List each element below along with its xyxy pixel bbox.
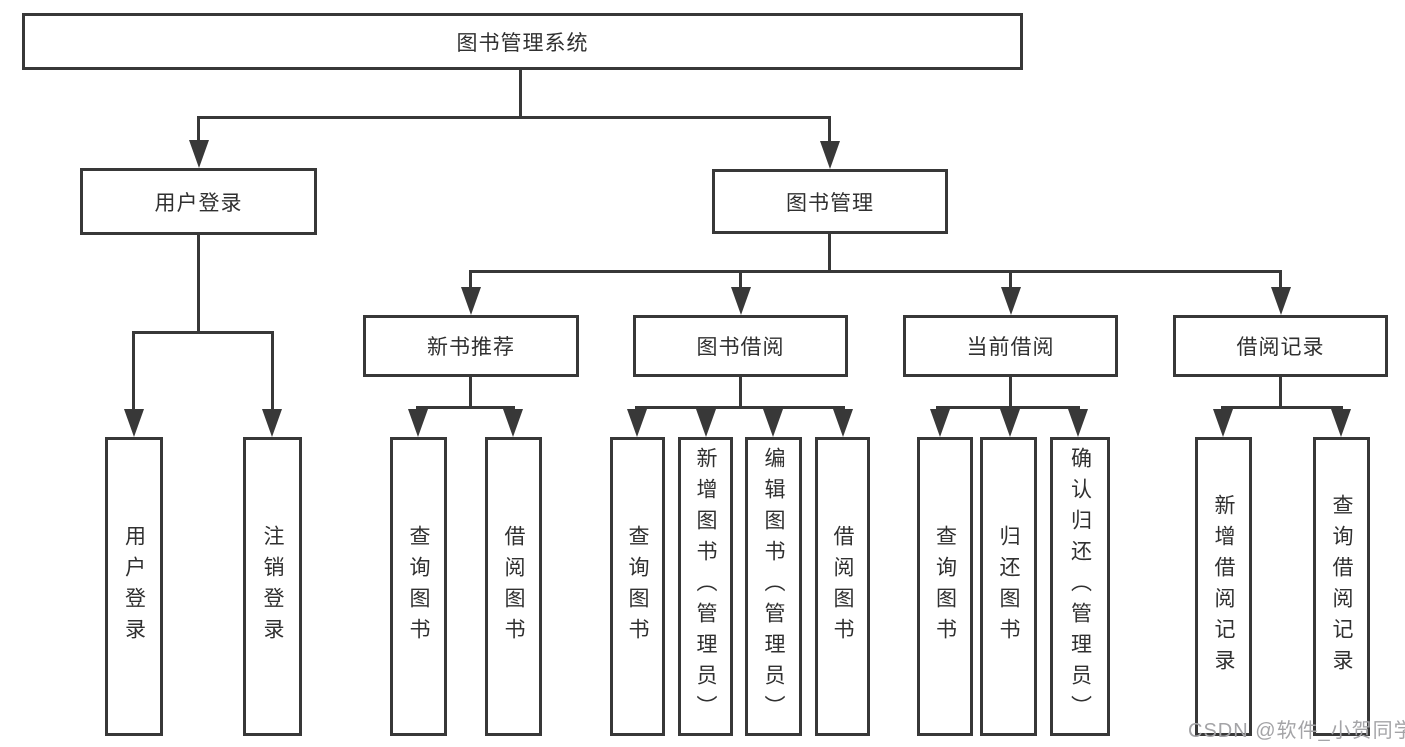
arrow-down-add-record xyxy=(1213,409,1233,437)
arrow-down-query-books-1 xyxy=(408,409,428,437)
leaf-borrow-books-newbooks: 借阅图书 xyxy=(485,437,542,736)
arrow-down-borrow-books-2 xyxy=(833,409,853,437)
leaf-label: 新增图书（管理员） xyxy=(694,447,717,726)
leaf-label: 编辑图书（管理员） xyxy=(762,447,785,726)
connector-user-login-rail xyxy=(132,331,274,334)
arrow-down-query-books-3 xyxy=(930,409,950,437)
connector-borrow-records-drop xyxy=(1279,377,1282,408)
leaf-label: 查询图书 xyxy=(407,524,430,649)
leaf-add-books-admin: 新增图书（管理员） xyxy=(678,437,733,736)
connector-stem-borrow-records xyxy=(1279,270,1282,290)
node-root-library-system: 图书管理系统 xyxy=(22,13,1023,70)
leaf-query-borrow-record: 查询借阅记录 xyxy=(1313,437,1370,736)
connector-stem-new-books xyxy=(469,270,472,290)
leaf-label: 借阅图书 xyxy=(502,524,525,649)
leaf-query-books-borrow: 查询图书 xyxy=(610,437,665,736)
node-label: 借阅记录 xyxy=(1236,336,1325,359)
arrow-down-query-books-2 xyxy=(627,409,647,437)
leaf-label: 确认归还（管理员） xyxy=(1068,447,1092,726)
connector-new-books-drop xyxy=(469,377,472,408)
arrow-down-borrow-books-1 xyxy=(503,409,523,437)
leaf-label: 用户登录 xyxy=(122,524,146,649)
node-label: 图书管理系统 xyxy=(456,31,589,55)
leaf-label: 归还图书 xyxy=(997,524,1020,649)
connector-borrow-records-rail xyxy=(1221,406,1343,409)
node-book-management: 图书管理 xyxy=(712,169,948,234)
connector-book-borrow-rail xyxy=(635,406,845,409)
leaf-label: 注销登录 xyxy=(261,524,284,649)
connector-current-borrow-drop xyxy=(1009,377,1012,408)
leaf-add-borrow-record: 新增借阅记录 xyxy=(1195,437,1252,736)
node-label: 图书借阅 xyxy=(696,336,785,359)
connector-new-books-rail xyxy=(416,406,515,409)
connector-level2-rail xyxy=(469,270,1282,273)
arrow-down-query-record xyxy=(1331,409,1351,437)
connector-current-borrow-rail xyxy=(936,406,1080,409)
leaf-label: 查询图书 xyxy=(626,524,649,649)
connector-stem-book-mgmt xyxy=(828,116,831,146)
node-book-borrow: 图书借阅 xyxy=(633,315,848,377)
arrow-down-book-mgmt xyxy=(820,141,840,169)
leaf-label: 查询图书 xyxy=(933,524,957,649)
connector-root-drop xyxy=(519,69,522,118)
arrow-down-user-login xyxy=(189,140,209,168)
leaf-label: 新增借阅记录 xyxy=(1212,493,1235,680)
node-new-book-recommend: 新书推荐 xyxy=(363,315,579,377)
arrow-down-confirm-return xyxy=(1068,409,1088,437)
leaf-query-books-newbooks: 查询图书 xyxy=(390,437,447,736)
connector-stem-user-login xyxy=(197,116,200,146)
arrow-down-current-borrow xyxy=(1001,287,1021,315)
arrow-down-new-books xyxy=(461,287,481,315)
connector-book-borrow-drop xyxy=(739,377,742,408)
arrow-down-leaf-login xyxy=(124,409,144,437)
arrow-down-add-books xyxy=(696,409,716,437)
leaf-label: 借阅图书 xyxy=(831,524,854,649)
connector-user-login-drop xyxy=(197,235,200,334)
node-current-borrow: 当前借阅 xyxy=(903,315,1118,377)
leaf-user-login: 用户登录 xyxy=(105,437,163,736)
connector-book-mgmt-drop xyxy=(828,234,831,272)
connector-level1-rail xyxy=(197,116,831,119)
leaf-label: 查询借阅记录 xyxy=(1330,493,1353,680)
arrow-down-edit-books xyxy=(763,409,783,437)
leaf-edit-books-admin: 编辑图书（管理员） xyxy=(745,437,802,736)
leaf-borrow-books-borrow: 借阅图书 xyxy=(815,437,870,736)
connector-stem-leaf-login xyxy=(132,331,135,411)
leaf-logout: 注销登录 xyxy=(243,437,302,736)
leaf-return-books: 归还图书 xyxy=(980,437,1037,736)
leaf-query-books-current: 查询图书 xyxy=(917,437,973,736)
node-label: 当前借阅 xyxy=(966,336,1055,359)
connector-stem-book-borrow xyxy=(739,270,742,290)
node-user-login: 用户登录 xyxy=(80,168,317,235)
arrow-down-borrow-records xyxy=(1271,287,1291,315)
arrow-down-leaf-logout xyxy=(262,409,282,437)
node-label: 图书管理 xyxy=(786,191,874,215)
connector-stem-current-borrow xyxy=(1009,270,1012,290)
node-borrow-records: 借阅记录 xyxy=(1173,315,1388,377)
arrow-down-return-books xyxy=(1000,409,1020,437)
node-label: 用户登录 xyxy=(154,191,243,215)
node-label: 新书推荐 xyxy=(427,336,515,359)
leaf-confirm-return-admin: 确认归还（管理员） xyxy=(1050,437,1110,736)
arrow-down-book-borrow xyxy=(731,287,751,315)
connector-stem-leaf-logout xyxy=(271,331,274,411)
csdn-watermark: CSDN @软件_小贺同学 xyxy=(1188,720,1405,742)
